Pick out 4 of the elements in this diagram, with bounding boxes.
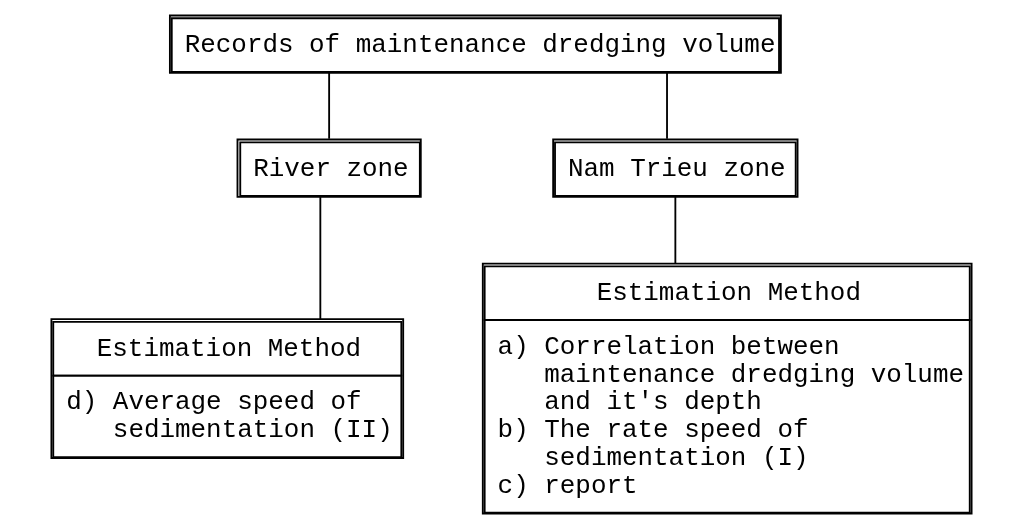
connector bbox=[665, 72, 668, 140]
connector bbox=[673, 196, 676, 265]
connector bbox=[318, 196, 321, 320]
connector bbox=[327, 72, 330, 140]
